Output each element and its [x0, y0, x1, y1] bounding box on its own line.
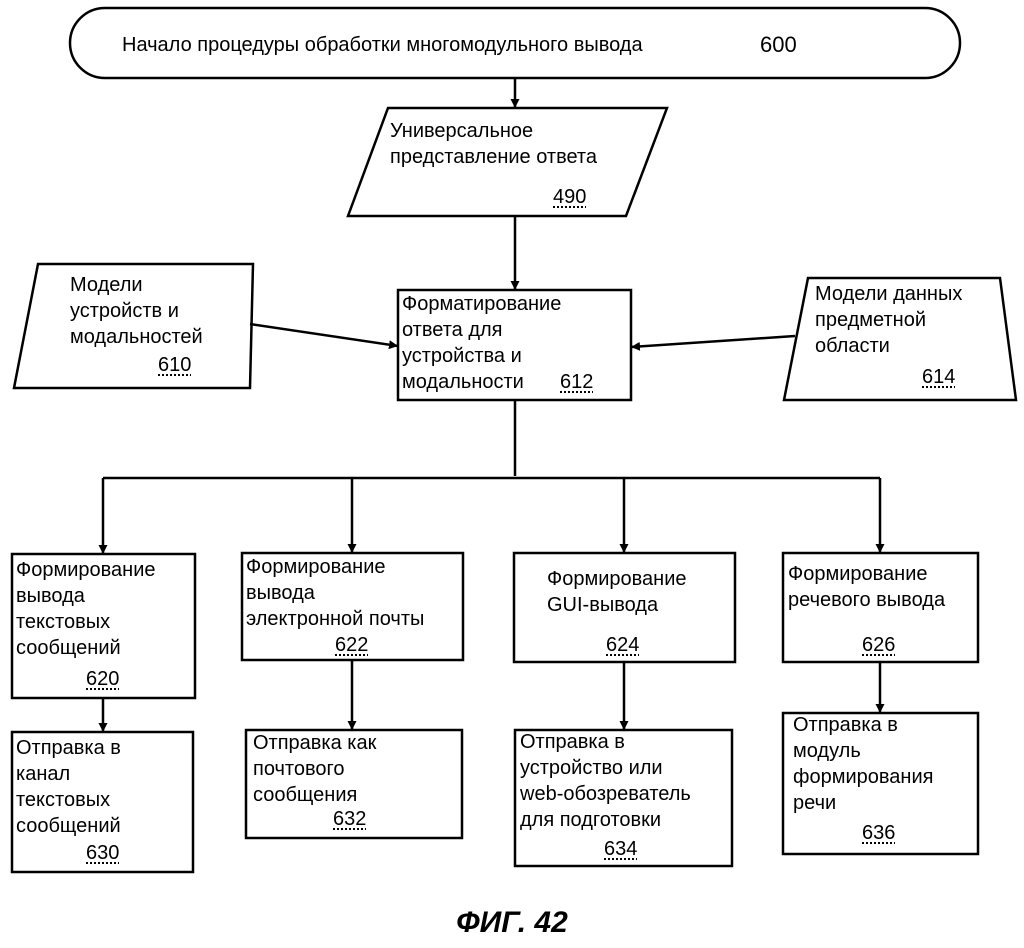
universal-line1: Универсальное [390, 120, 534, 142]
formatting-line4: модальности [402, 371, 524, 393]
email-output-line3: электронной почты [246, 608, 425, 630]
formatting-line2: ответа для [402, 319, 503, 341]
device-models-line2: устройств и [70, 300, 179, 322]
email-send-line1: Отправка как [253, 732, 377, 754]
universal-line2: представление ответа [390, 146, 597, 168]
gui-send-line1: Отправка в [520, 731, 625, 753]
start-label: Начало процедуры обработки многомодульно… [122, 34, 643, 56]
speech-output-ref: 626 [862, 634, 896, 656]
domain-models-line2: предметной [815, 309, 927, 331]
email-output-line1: Формирование [246, 556, 386, 578]
gui-send-line4: для подготовки [520, 809, 662, 831]
email-send-line3: сообщения [253, 784, 358, 806]
arrow-610-to-612 [249, 322, 399, 350]
email-send-ref: 632 [333, 808, 367, 830]
gui-output-ref: 624 [606, 634, 640, 656]
formatting-line1: Форматирование [402, 293, 562, 315]
speech-output-line2: речевого вывода [788, 589, 946, 611]
speech-send-line4: речи [793, 792, 837, 814]
email-send-box [244, 728, 464, 840]
start-ref: 600 [760, 32, 797, 57]
domain-models-line1: Модели данных [815, 283, 963, 305]
speech-send-ref: 636 [862, 822, 896, 844]
universal-ref: 490 [553, 186, 587, 208]
text-output-line1: Формирование [16, 559, 156, 581]
email-output-ref: 622 [335, 634, 369, 656]
speech-send-line2: модуль [793, 740, 861, 762]
gui-send-ref: 634 [604, 838, 638, 860]
text-send-ref: 630 [86, 842, 120, 864]
text-output-line4: сообщений [16, 637, 121, 659]
text-output-line3: текстовых [16, 611, 111, 633]
email-send-line2: почтового [253, 758, 345, 780]
text-send-line4: сообщений [16, 815, 121, 837]
email-output-line2: вывода [246, 582, 315, 604]
gui-send-line2: устройство или [520, 757, 663, 779]
speech-send-line1: Отправка в [793, 714, 898, 736]
domain-models-shape [782, 276, 1018, 402]
text-send-line3: текстовых [16, 789, 111, 811]
domain-models-ref: 614 [922, 366, 956, 388]
device-models-shape [12, 262, 255, 390]
universal-response-shape [346, 106, 669, 218]
figure-caption: ФИГ. 42 [456, 906, 568, 939]
device-models-ref: 610 [158, 354, 192, 376]
speech-output-line1: Формирование [788, 563, 928, 585]
formatting-ref: 612 [560, 371, 594, 393]
text-send-line2: канал [16, 763, 71, 785]
speech-send-line3: формирования [793, 766, 934, 788]
device-models-line1: Модели [70, 274, 143, 296]
text-send-line1: Отправка в [16, 737, 121, 759]
gui-send-line3: web-обозреватель [520, 783, 691, 805]
gui-output-line1: Формирование [547, 568, 687, 590]
formatting-line3: устройства и [402, 345, 522, 367]
gui-output-line2: GUI-вывода [547, 594, 659, 616]
domain-models-line3: области [815, 335, 890, 357]
arrow-614-to-612 [630, 334, 796, 351]
text-output-line2: вывода [16, 585, 85, 607]
device-models-line3: модальностей [70, 326, 203, 348]
text-output-ref: 620 [86, 668, 120, 690]
